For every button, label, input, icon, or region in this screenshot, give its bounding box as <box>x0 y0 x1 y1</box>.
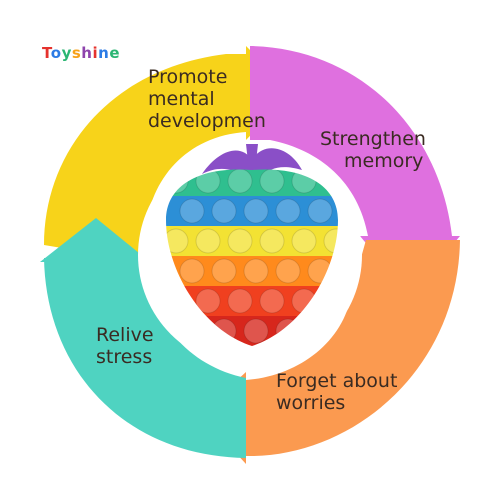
segment-relive <box>44 258 246 458</box>
pop-bubble <box>259 169 285 194</box>
leaf-icon <box>202 148 302 176</box>
pop-bubble <box>340 319 342 343</box>
pop-bubble <box>227 228 253 254</box>
pop-bubble <box>211 318 237 344</box>
pop-bubble <box>243 198 269 224</box>
pop-bubble <box>307 318 333 344</box>
pop-bubble <box>211 258 237 284</box>
pop-bubble <box>166 228 189 254</box>
label-promote: Promote mental developmen <box>148 66 266 132</box>
pop-bubble <box>166 288 189 314</box>
pop-bubble <box>340 259 342 283</box>
pop-bubble <box>227 288 253 314</box>
label-forget: Forget about worries <box>276 370 398 414</box>
pop-bubble <box>323 288 338 314</box>
stem-icon <box>246 144 258 162</box>
label-relive: Relive stress <box>96 324 154 368</box>
pop-bubble <box>179 258 205 284</box>
label-strengthen: Strengthen memory <box>320 128 426 172</box>
segment-forget <box>200 240 460 464</box>
pop-bubble <box>291 288 317 314</box>
pop-bubble <box>291 169 317 194</box>
pop-bubble <box>259 228 285 254</box>
pop-bubble <box>323 169 338 194</box>
pop-bubble <box>275 318 301 344</box>
pop-bubble <box>259 288 285 314</box>
pop-bubble <box>166 169 189 194</box>
pop-bubble <box>275 198 301 224</box>
segment-strengthen <box>250 46 460 296</box>
pop-bubble <box>340 199 342 223</box>
pop-bubble <box>243 318 269 344</box>
pop-bubble <box>307 198 333 224</box>
pop-bubble <box>227 169 253 194</box>
pop-bubble <box>243 258 269 284</box>
pop-bubble <box>275 258 301 284</box>
pop-bubble <box>291 228 317 254</box>
pop-bubble <box>195 288 221 314</box>
pop-bubble <box>211 198 237 224</box>
pop-bubble <box>307 258 333 284</box>
arrow-relive <box>40 218 150 262</box>
pop-bubble <box>179 198 205 224</box>
pop-bubble <box>195 169 221 194</box>
segment-promote <box>44 46 292 262</box>
pop-bubble <box>179 318 205 344</box>
pop-bubble <box>195 228 221 254</box>
strawberry-pop-it-toy-icon <box>166 144 342 346</box>
brand-logo: Toyshine <box>42 44 120 62</box>
